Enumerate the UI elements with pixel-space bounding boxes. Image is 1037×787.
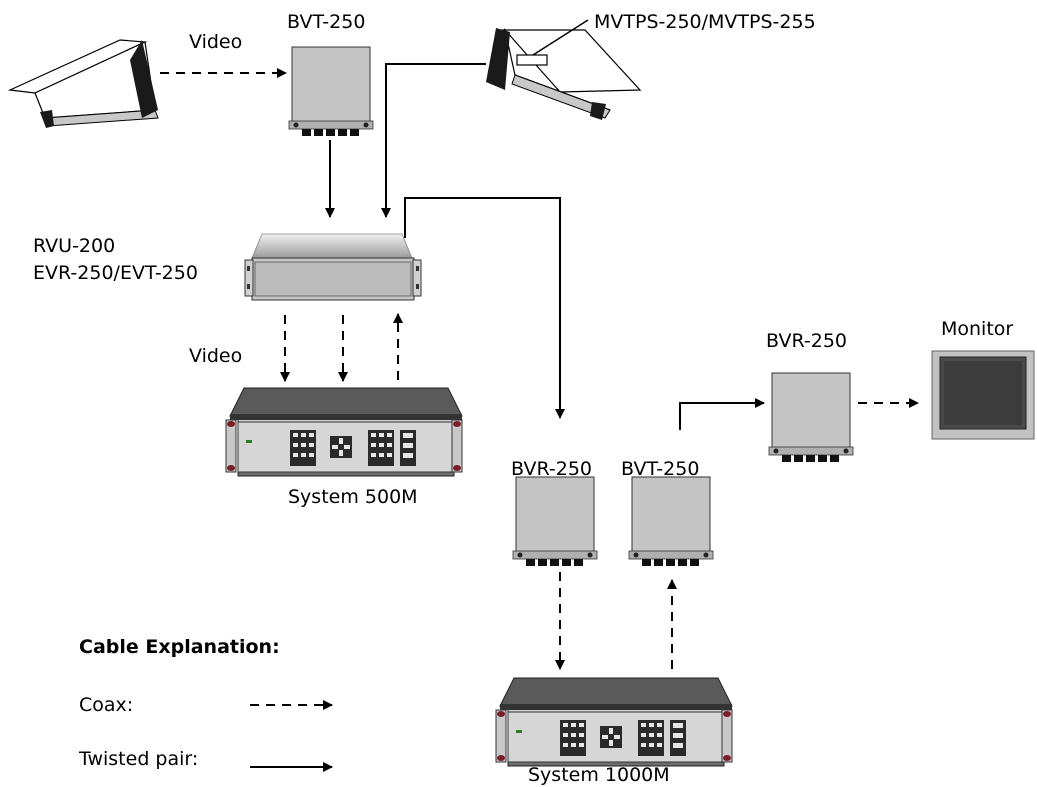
video-label-mid: Video	[189, 345, 243, 367]
system-500m-label: System 500M	[288, 486, 418, 508]
legend-twisted-label: Twisted pair:	[79, 748, 199, 770]
bvr-250-bottom-device	[512, 476, 598, 567]
camera-left-icon	[7, 39, 159, 128]
twisted-camera-to-rvu	[381, 63, 486, 218]
rvu-200-label: RVU-200	[33, 235, 116, 257]
bvr-250-right-label: BVR-250	[766, 330, 848, 352]
system-1000m-label: System 1000M	[528, 764, 670, 786]
camera-right-icon	[486, 27, 642, 120]
monitor-label: Monitor	[941, 318, 1014, 340]
twisted-bvt-to-bvr-right	[679, 398, 765, 430]
rvu-200-device	[244, 233, 422, 301]
bvr-250-right-device	[768, 372, 854, 463]
twisted-rvu-to-bvr	[404, 197, 565, 419]
system-1000m-keyboard	[495, 677, 733, 767]
bvt-250-bottom-label: BVT-250	[621, 458, 700, 480]
bvt-250-bottom-device	[628, 476, 714, 567]
monitor-icon	[931, 350, 1035, 440]
bvt-250-top-device	[288, 46, 374, 137]
legend-coax-label: Coax:	[79, 694, 134, 716]
system-500m-keyboard	[225, 387, 463, 477]
legend-title: Cable Explanation:	[79, 636, 280, 658]
connections	[160, 19, 919, 772]
bvr-250-bottom-label: BVR-250	[511, 458, 593, 480]
evr-evt-label: EVR-250/EVT-250	[33, 262, 198, 284]
mvtps-label: MVTPS-250/MVTPS-255	[594, 11, 816, 33]
mvtps-callout-line	[532, 19, 589, 56]
video-label-top: Video	[189, 31, 243, 53]
bvt-250-top-label: BVT-250	[287, 11, 366, 33]
